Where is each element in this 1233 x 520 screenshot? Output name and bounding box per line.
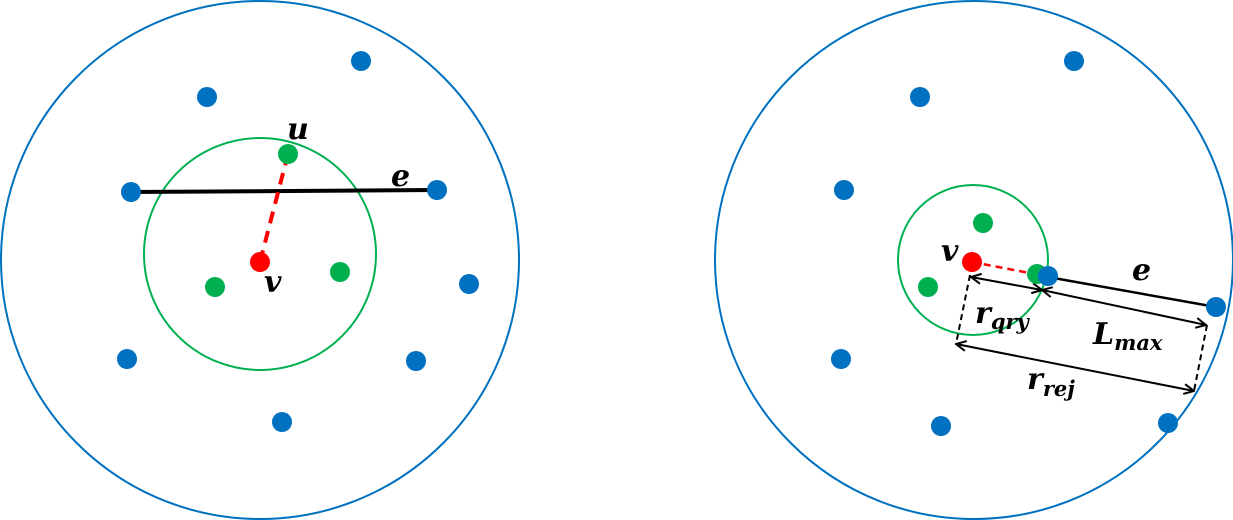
left-panel: u e v [0, 0, 520, 520]
left-query-link [258, 153, 290, 263]
right-blue-point [1064, 51, 1084, 71]
right-label-r-qry-base: r [975, 296, 993, 331]
right-arrow-r-qry [971, 277, 1042, 290]
left-label-v: v [264, 265, 282, 300]
right-query-circle [897, 184, 1049, 336]
right-label-r-qry: rqry [975, 296, 1031, 334]
right-blue-point [834, 180, 854, 200]
left-blue-point [427, 180, 447, 200]
right-blue-point [1158, 413, 1178, 433]
right-arrow-r-rej [956, 344, 1194, 391]
right-label-l-max: Lmax [1092, 317, 1163, 355]
right-blue-point-edge-end [1038, 266, 1058, 286]
left-outer-circle [0, 0, 520, 520]
right-green-point [918, 277, 938, 297]
right-blue-point [831, 349, 851, 369]
right-guide-right [1193, 324, 1208, 392]
left-red-point-v [250, 252, 270, 272]
right-label-r-qry-sub: qry [991, 309, 1031, 334]
right-green-point [973, 213, 993, 233]
left-blue-point [117, 349, 137, 369]
left-blue-point [459, 274, 479, 294]
left-query-circle [143, 137, 377, 371]
right-blue-point [1206, 297, 1226, 317]
left-blue-point [272, 412, 292, 432]
left-blue-point [406, 351, 426, 371]
left-blue-point [351, 51, 371, 71]
left-blue-point [197, 87, 217, 107]
left-green-point [205, 277, 225, 297]
right-label-l-max-base: L [1092, 317, 1114, 352]
right-guide-left [955, 274, 971, 345]
right-panel: v e rqry Lmax rrej [714, 0, 1233, 520]
left-green-point [330, 262, 350, 282]
right-arrow-l-max [1042, 290, 1206, 325]
right-label-r-rej-base: r [1027, 362, 1045, 397]
right-label-v: v [941, 234, 959, 269]
right-label-e: e [1132, 253, 1151, 288]
left-label-e: e [391, 159, 410, 194]
right-outer-circle [714, 0, 1233, 520]
left-blue-point [121, 182, 141, 202]
left-edge-e [130, 188, 438, 194]
right-blue-point [931, 416, 951, 436]
right-label-l-max-sub: max [1114, 330, 1163, 355]
left-green-point-u [278, 144, 298, 164]
left-label-u: u [287, 112, 309, 147]
right-label-r-rej-sub: rej [1043, 376, 1075, 401]
right-label-r-rej: rrej [1027, 362, 1075, 401]
right-red-point-v [962, 252, 982, 272]
right-blue-point [910, 87, 930, 107]
